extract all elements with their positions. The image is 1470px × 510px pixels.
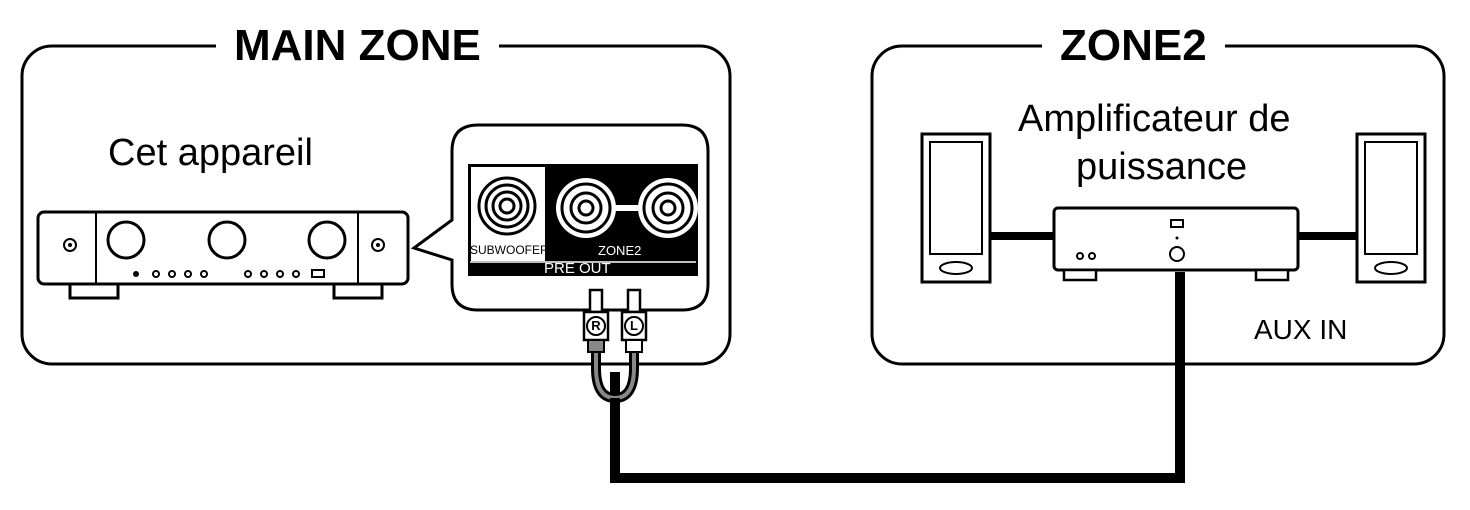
zone2-jack-right (556, 178, 616, 238)
subwoofer2-jack (477, 176, 537, 236)
amplifier-label-line2: puissance (1076, 146, 1248, 188)
zone2-jack-left (638, 178, 698, 238)
plug-right-label: R (591, 318, 601, 333)
main-zone-title: MAIN ZONE (216, 24, 499, 68)
subwoofer2-label: SUBWOOFER 2 (470, 243, 559, 257)
zone2-title: ZONE2 (1042, 24, 1225, 68)
rca-plugs (582, 288, 648, 410)
power-amplifier (1052, 206, 1300, 282)
speaker-left (920, 132, 992, 284)
zone2-jack-label: ZONE2 (598, 243, 642, 258)
speaker-right (1355, 132, 1427, 284)
amplifier-label-line1: Amplificateur de (1018, 98, 1291, 140)
aux-in-label: AUX IN (1254, 314, 1348, 345)
jack-pair-link (614, 205, 640, 211)
audio-cable (610, 272, 1185, 483)
pre-out-label: PRE OUT (544, 260, 611, 277)
receiver-unit (36, 210, 410, 300)
plug-left-label: L (630, 318, 638, 333)
pre-out-panel (468, 164, 698, 276)
device-label: Cet appareil (108, 132, 313, 174)
